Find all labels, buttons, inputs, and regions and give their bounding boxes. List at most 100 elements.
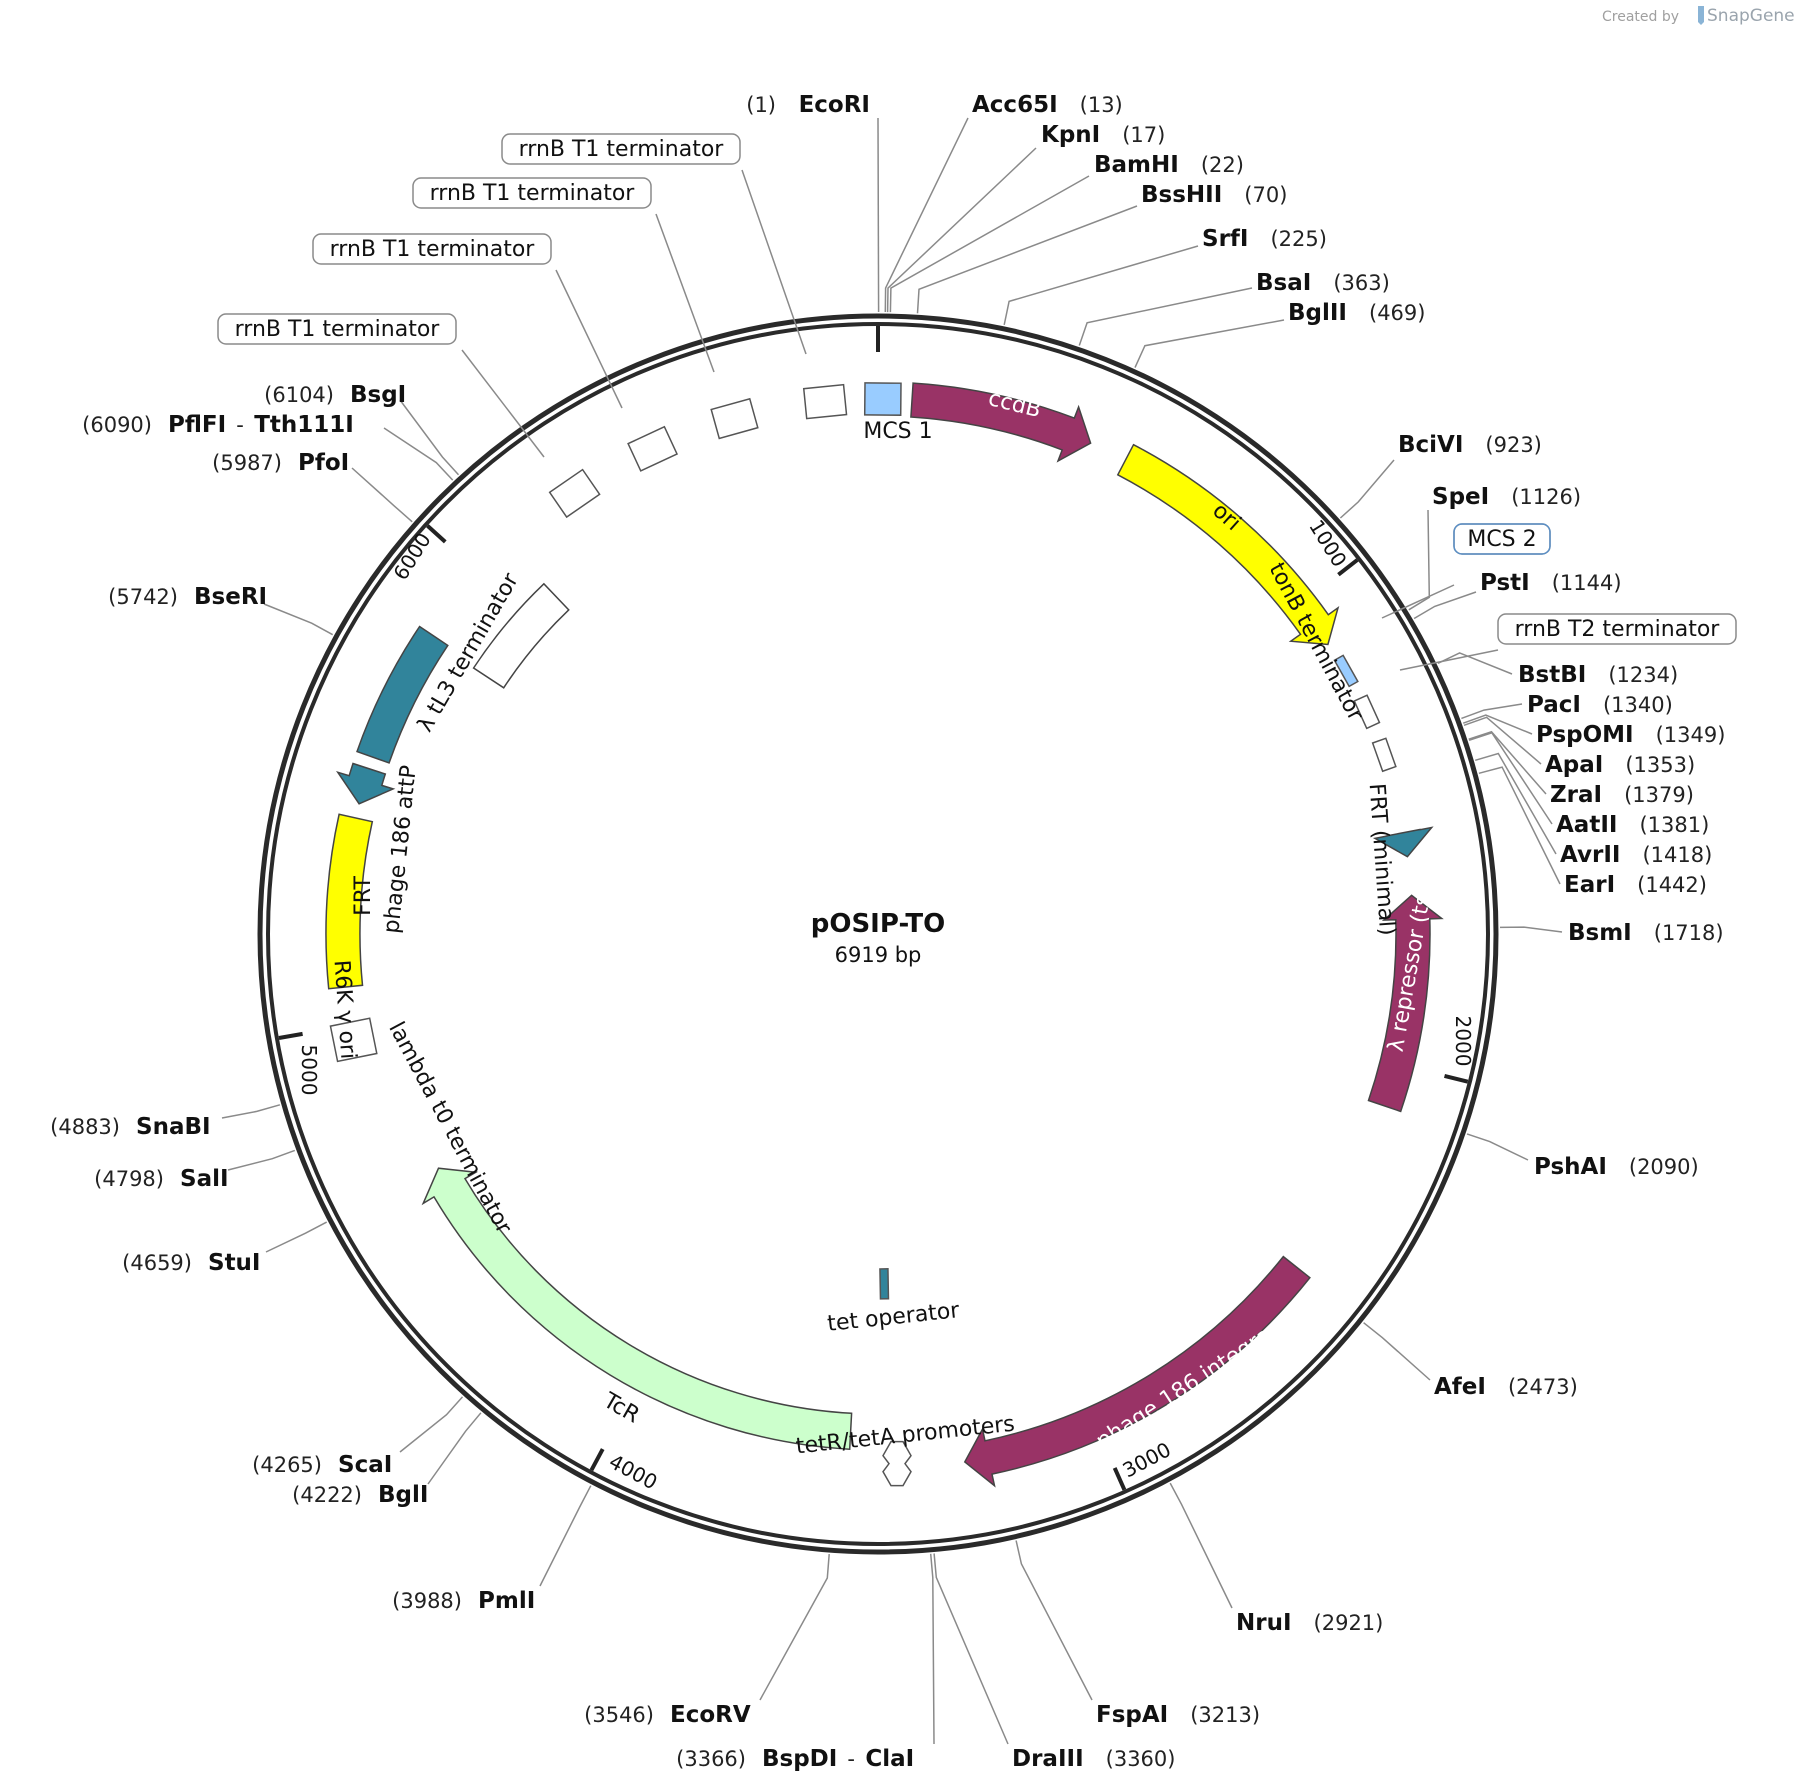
site-aatii-name: AatII: [1556, 812, 1617, 838]
site-pflfi-name: PflFI: [168, 412, 226, 438]
site-bstbi-position: (1234): [1608, 663, 1678, 687]
credit-prefix: Created by: [1602, 9, 1679, 25]
site-bsmi: BsmI(1718): [1568, 920, 1724, 946]
site-bamhi-leader: [889, 175, 1090, 313]
site-bcivi: BciVI(923): [1398, 432, 1542, 458]
site-pmli-position: (3988): [392, 1589, 462, 1613]
site-bspdi-leader: [929, 1553, 935, 1745]
site-apai-position: (1353): [1625, 753, 1695, 777]
site-bstbi-leader: [1437, 652, 1513, 675]
tick-label: 6000: [388, 528, 435, 584]
site-bamhi-name: BamHI: [1094, 152, 1179, 178]
site-bgli-name: BglI: [378, 1482, 428, 1508]
rrnb-t1-b-label: rrnB T1 terminator: [430, 181, 636, 206]
site-bglii-name: BglII: [1288, 300, 1347, 326]
site-stui-leader: [265, 1221, 328, 1253]
site-afei-position: (2473): [1508, 1375, 1578, 1399]
site-bspdi-dash: -: [847, 1747, 855, 1771]
site-acc65i-leader: [884, 117, 969, 313]
site-bsshii-leader: [916, 205, 1138, 314]
site-paci-name: PacI: [1527, 692, 1581, 718]
mcs2-label-border: [1453, 523, 1551, 555]
site-pflfi-dash: -: [236, 413, 244, 437]
site-bspdi: (3366)BspDI-ClaI: [676, 1746, 914, 1772]
r6k-ori-arrow: [325, 813, 374, 990]
site-fspai-leader: [1015, 1540, 1093, 1701]
site-spei-name: SpeI: [1432, 484, 1489, 510]
site-pfoi: (5987)PfoI: [212, 450, 349, 476]
site-apai-name: ApaI: [1545, 752, 1603, 778]
site-bseri-position: (5742): [108, 585, 178, 609]
rrnb-t1-a-box: [802, 383, 848, 420]
site-paci-leader: [1461, 703, 1523, 720]
site-pmli-leader: [539, 1485, 592, 1587]
site-bgli: (4222) BglI: [292, 1482, 428, 1508]
site-eari-name: EarI: [1564, 872, 1615, 898]
site-bamhi-position: (22): [1201, 153, 1244, 177]
site-ecori-leader: [877, 117, 880, 313]
site-acc65i-position: (13): [1080, 93, 1123, 117]
site-bseri: (5742) BseRI: [108, 584, 267, 610]
site-zrai-name: ZraI: [1550, 782, 1602, 808]
site-psti-position: (1144): [1552, 571, 1622, 595]
rrnb-t1-d-label-box: [217, 313, 457, 345]
site-paci: PacI(1340): [1527, 692, 1673, 718]
site-bsshii: BssHII(70): [1141, 182, 1287, 208]
integrase-label: phage 186 integrase: [1092, 1309, 1297, 1454]
tick-mark: [1112, 1467, 1127, 1491]
tick-mark: [1444, 1073, 1469, 1084]
rrnb-t1-b-label-box: [412, 177, 652, 209]
tick-mark: [589, 1448, 605, 1472]
site-draiii-leader: [933, 1553, 1009, 1745]
mcs1-label: MCS 1: [863, 419, 932, 444]
frt-minimal-arrow: [1372, 826, 1434, 858]
site-spei-leader: [1408, 509, 1431, 611]
site-tth111i-name: Tth111I: [254, 412, 354, 438]
site-kpni: KpnI(17): [1041, 122, 1165, 148]
site-pfoi-leader: [351, 467, 413, 523]
site-acc65i-name: Acc65I: [972, 92, 1058, 118]
leader-line: [555, 269, 623, 409]
site-bspdi-position: (3366): [676, 1747, 746, 1771]
site-scai-name: ScaI: [338, 1452, 392, 1478]
site-zrai-position: (1379): [1624, 783, 1694, 807]
site-scai-position: (4265): [252, 1453, 322, 1477]
attp-arrow: [356, 625, 449, 764]
site-bsgi-leader: [399, 399, 460, 476]
tetr-tetA-promoter-arrows: [882, 1440, 912, 1487]
site-aatii-leader: [1468, 731, 1553, 825]
plasmid-size: 6919 bp: [835, 943, 922, 967]
site-snabi-position: (4883): [50, 1115, 120, 1139]
site-bcivi-leader: [1339, 459, 1395, 519]
site-kpni-name: KpnI: [1041, 122, 1100, 148]
lambda-t0-box: [329, 1017, 378, 1063]
site-nrui-leader: [1169, 1482, 1233, 1609]
site-bglii-position: (469): [1369, 301, 1425, 325]
site-ecori-position: (1): [746, 93, 776, 117]
site-ecori-name: EcoRI: [799, 92, 870, 118]
site-bseri-name: BseRI: [194, 584, 267, 610]
snapgene-credit: Created by SnapGene: [1602, 6, 1795, 26]
site-pshai: PshAI(2090): [1534, 1154, 1699, 1180]
site-stui-name: StuI: [208, 1250, 261, 1276]
leader-line: [461, 349, 545, 458]
site-bglii: BglII (469): [1288, 300, 1425, 326]
site-bsai-leader: [1078, 287, 1253, 346]
site-nrui: NruI(2921): [1236, 1610, 1383, 1636]
site-clai-name: ClaI: [865, 1746, 914, 1772]
rrnb-t1-d-label: rrnB T1 terminator: [235, 317, 441, 342]
snapgene-logo-icon: [1698, 6, 1704, 25]
mcs2-box: [1333, 654, 1359, 688]
ori-arrow: [1116, 443, 1340, 646]
site-pshai-position: (2090): [1629, 1155, 1699, 1179]
site-stui-position: (4659): [122, 1251, 192, 1275]
site-apai-leader: [1463, 716, 1542, 765]
site-pspomi: PspOMI(1349): [1536, 722, 1725, 748]
rrnb-t2-label-box: [1497, 613, 1737, 645]
site-snabi-leader: [221, 1104, 281, 1119]
tl3-terminator-arc: [472, 582, 570, 689]
rrnb-t1-c-box: [627, 425, 679, 472]
site-srfi-position: (225): [1270, 227, 1326, 251]
site-bgli-position: (4222): [292, 1483, 362, 1507]
site-bcivi-name: BciVI: [1398, 432, 1463, 458]
